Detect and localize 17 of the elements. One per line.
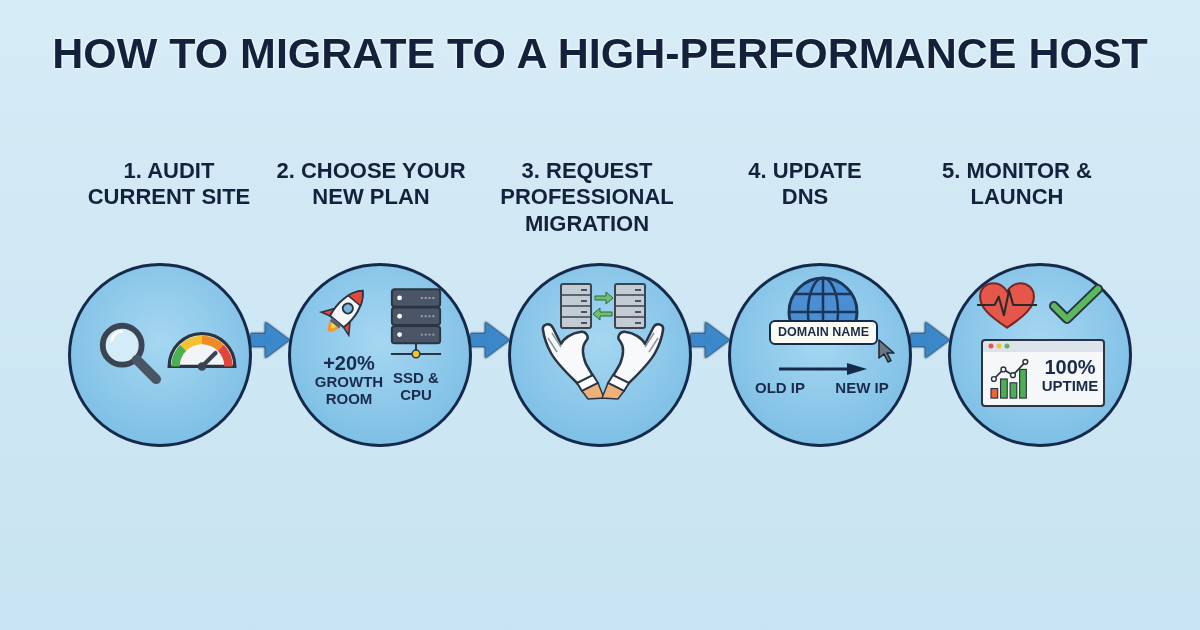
dashboard-window (981, 339, 1105, 407)
step-heading: 3. REQUEST PROFESSIONAL MIGRATION (499, 158, 675, 238)
ip-label: NEW IP (834, 380, 890, 397)
growth-label: +20% GROWTH ROOM (313, 352, 385, 407)
arrow (250, 322, 290, 358)
arrow (690, 322, 730, 358)
title: HOW TO MIGRATE TO A HIGH-PERFORMANCE HOST (51, 28, 1149, 79)
hardware-label: SSD & CPU (392, 370, 440, 403)
step-heading: 5. MONITOR & LAUNCH (941, 158, 1093, 211)
arrow (910, 322, 950, 358)
address-bar: DOMAIN NAME (769, 320, 878, 345)
arrow (470, 322, 510, 358)
ip-label: OLD IP (754, 380, 806, 397)
step-heading: 4. UPDATE DNS (747, 158, 863, 211)
step-heading: 1. AUDIT CURRENT SITE (86, 158, 252, 211)
uptime-label: 100% UPTIME (1040, 356, 1100, 395)
step-heading: 2. CHOOSE YOUR NEW PLAN (275, 158, 467, 211)
